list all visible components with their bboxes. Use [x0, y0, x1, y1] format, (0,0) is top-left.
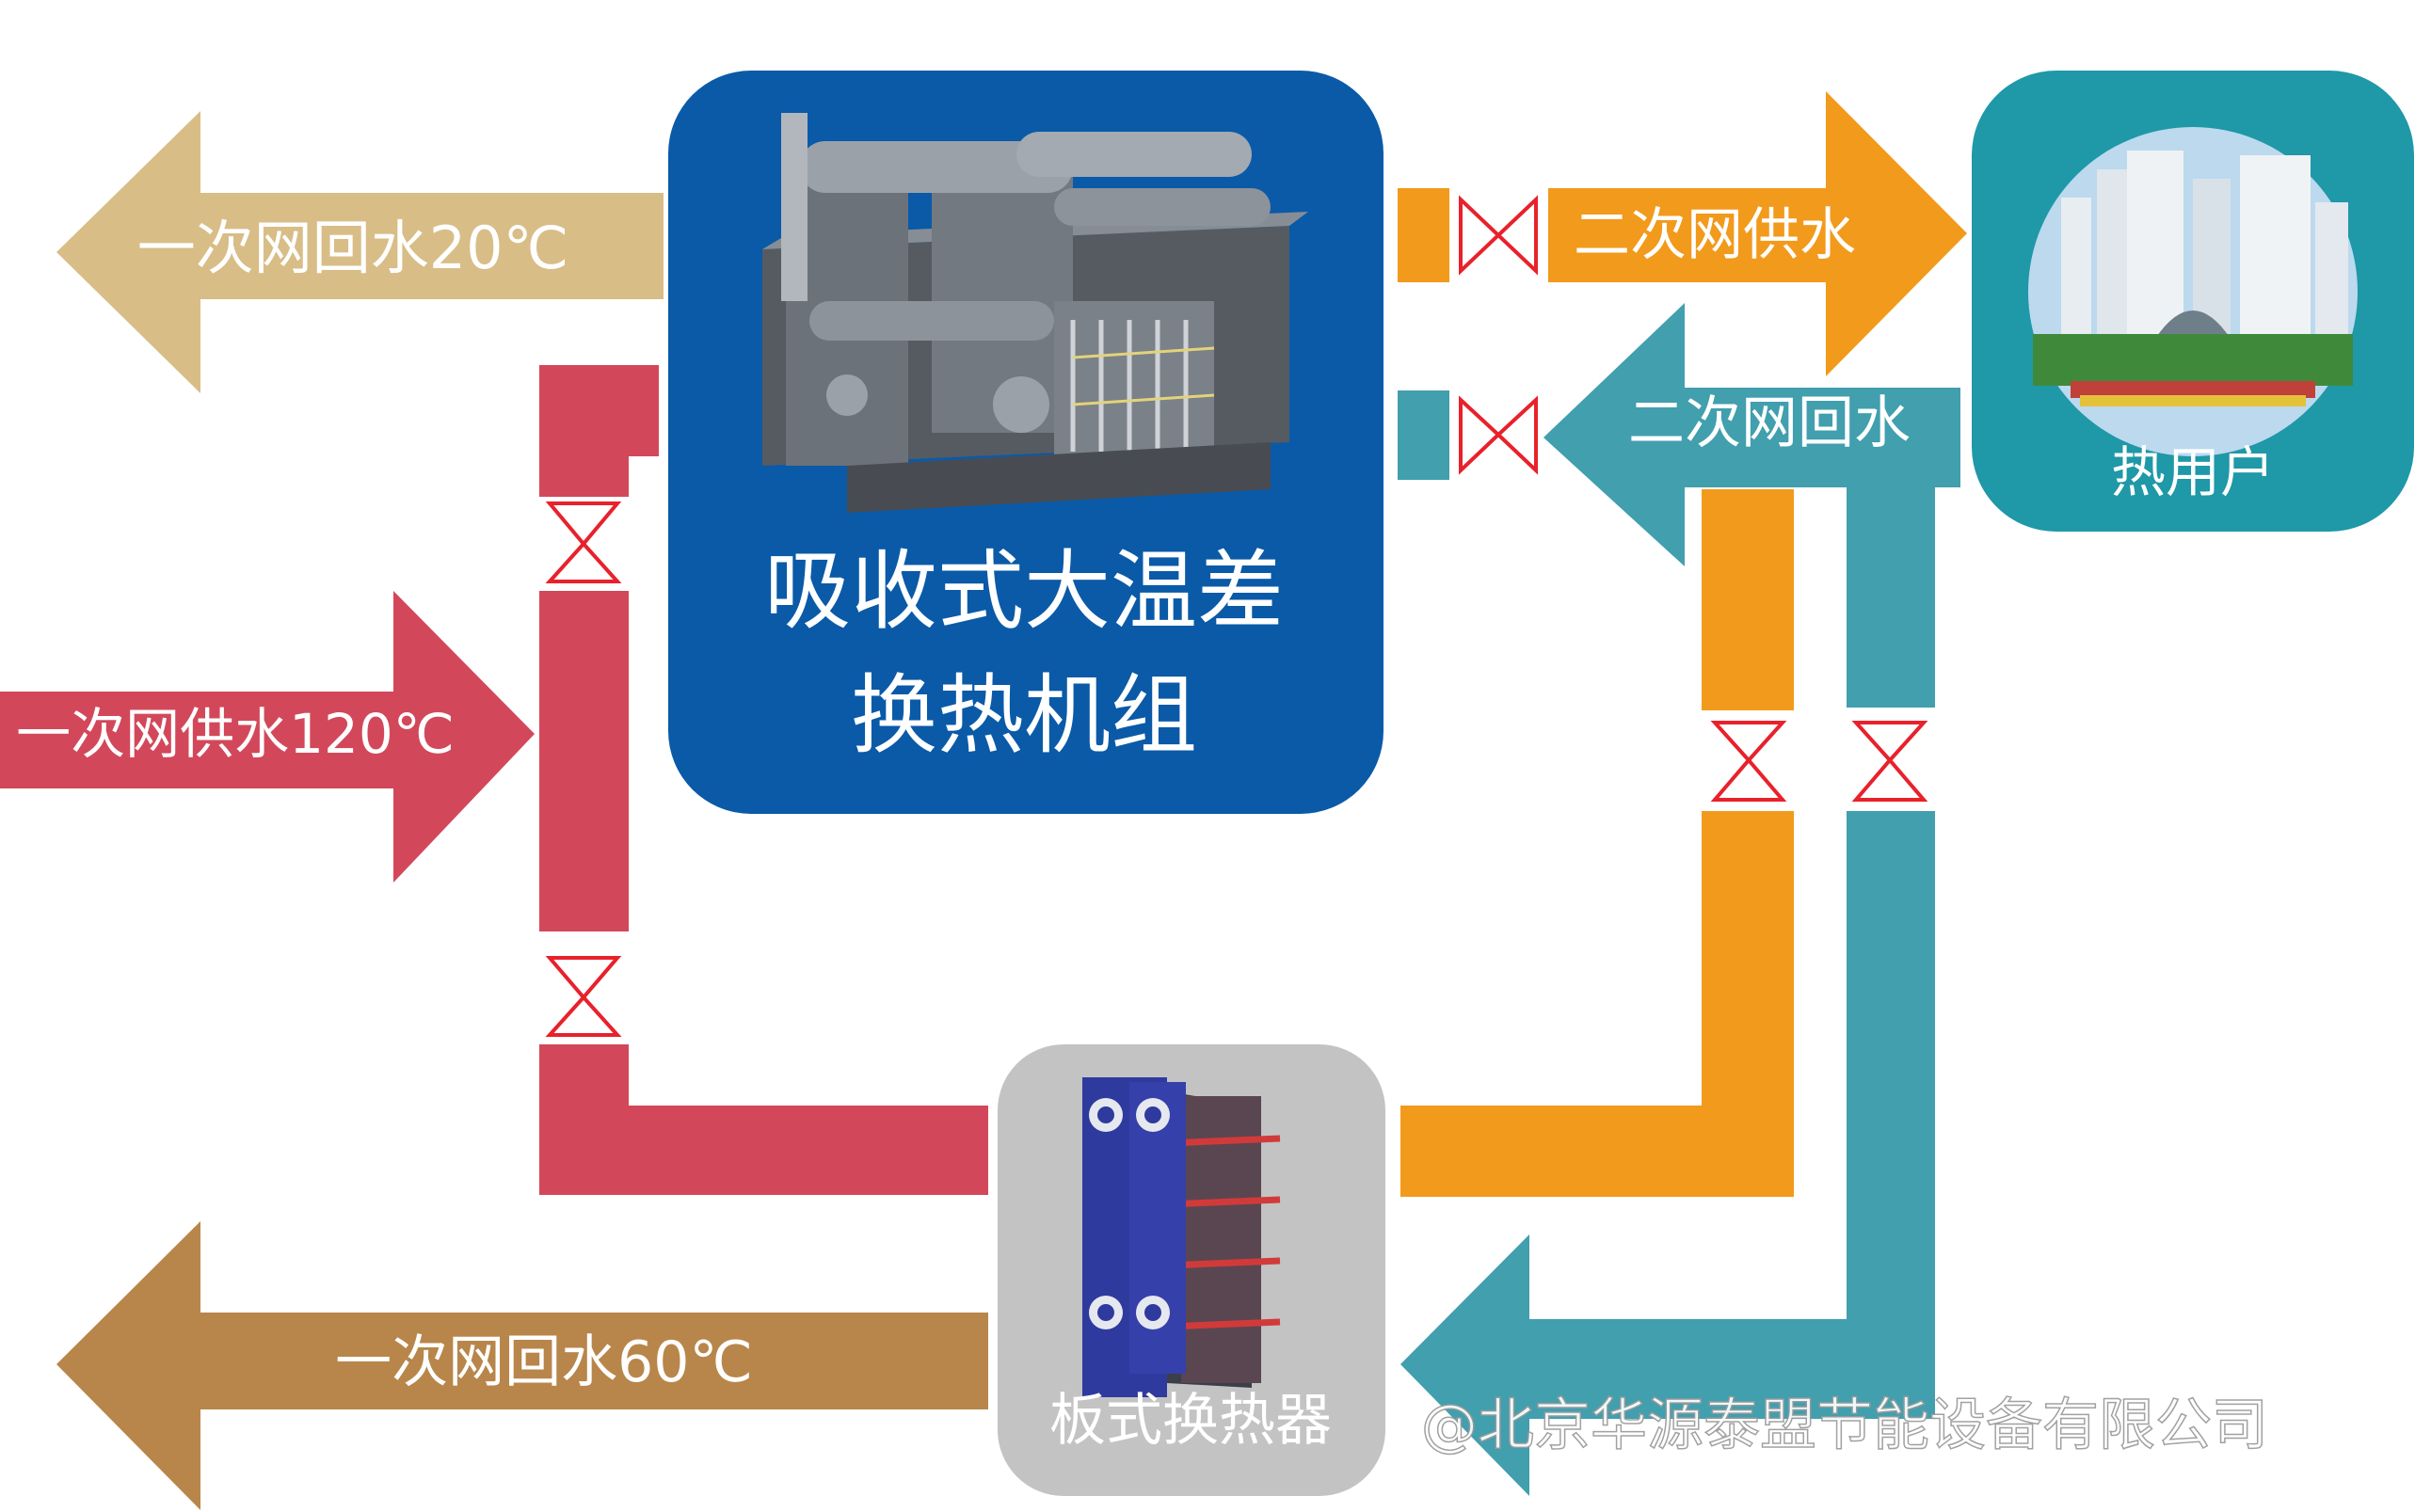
valve-primary-upper [545, 501, 622, 583]
plate-exchanger-image [1082, 1077, 1281, 1397]
primary-supply-pipe: 一次网供水120℃ [0, 365, 988, 1195]
secondary-return-label: 二次网回水 [1628, 390, 1911, 456]
secondary-supply-label: 二次网供水 [1574, 202, 1856, 268]
valve-secondary-supply-top [1459, 195, 1538, 276]
valve-secondary-return-top [1459, 395, 1538, 475]
residential-buildings-image [2028, 127, 2358, 456]
watermark-text: @北京华源泰盟节能设备有限公司 [1421, 1393, 2268, 1458]
absorption-unit-title-line1: 吸收式大温差 [764, 541, 1284, 642]
absorption-unit-title-line2: 换热机组 [851, 665, 1197, 766]
primary-return-60-arrow: 一次网回水60℃ [56, 1221, 988, 1510]
watermark: @北京华源泰盟节能设备有限公司 [1420, 1392, 2269, 1459]
plate-exchanger-unit: 板式换热器 [998, 1044, 1385, 1496]
secondary-supply-pipe: 二次网供水 [1398, 91, 1967, 1197]
primary-return-20-arrow: 一次网回水20℃ [56, 111, 664, 393]
valve-secondary-supply-vertical [1710, 721, 1787, 802]
plate-exchanger-title: 板式换热器 [1049, 1388, 1332, 1454]
valve-secondary-return-vertical [1851, 721, 1928, 802]
valve-primary-lower [545, 956, 622, 1037]
primary-return-20-label: 一次网回水20℃ [137, 214, 569, 282]
primary-supply-120-label: 一次网供水120℃ [16, 702, 455, 766]
absorption-machine-image [762, 113, 1308, 513]
secondary-return-pipe: 二次网回水 [1398, 303, 1960, 1496]
heat-user-title: 热用户 [2111, 440, 2275, 504]
primary-return-60-label: 一次网回水60℃ [335, 1329, 753, 1395]
heat-user-unit: 热用户 [1972, 71, 2414, 532]
absorption-unit: 吸收式大温差 换热机组 [668, 71, 1383, 814]
